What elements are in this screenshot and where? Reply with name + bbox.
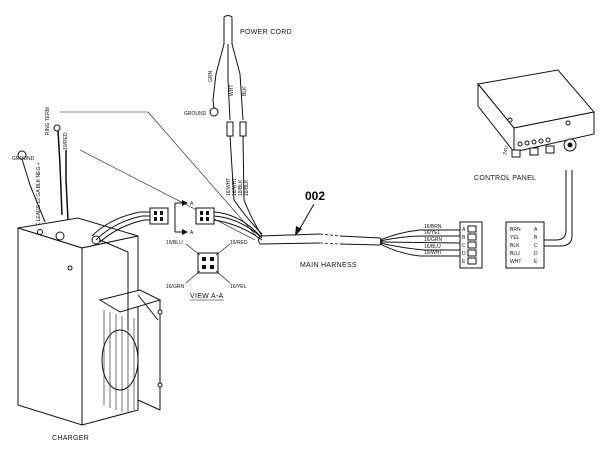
- power-cord: POWER CORD GRN WHT BLK GROUND 16/WHT 16/…: [184, 15, 292, 201]
- harness-end-wire-1: 16/BRN: [424, 224, 442, 230]
- socket-color-2: YEL: [510, 235, 520, 241]
- socket-letter-e: E: [534, 259, 538, 265]
- plug-letter-b: B: [462, 235, 466, 241]
- ground-top-label: GROUND: [184, 111, 207, 117]
- control-panel: 24V CONTROL PANEL: [474, 69, 595, 182]
- charger-leads-label: DC LEADS 12 GA BLK NEG +: [36, 162, 42, 230]
- panel-switch-3: [545, 145, 555, 154]
- control-panel-label: CONTROL PANEL: [474, 175, 536, 182]
- panel-voltage-label: 24V: [502, 145, 510, 156]
- socket-letter-b: B: [534, 235, 538, 241]
- indicator-light-4: [538, 138, 544, 144]
- harness-wire-2: 16/WHT: [232, 178, 238, 196]
- plug-letter-a: A: [462, 227, 466, 233]
- view-pin-3: 16/GRN: [166, 284, 184, 290]
- indicator-light-5: [545, 137, 551, 143]
- section-a-top: A: [190, 201, 194, 207]
- plug-letter-e: E: [462, 259, 466, 265]
- view-pin-2: 16/RED: [230, 240, 248, 246]
- ground-ring-terminal: [209, 107, 219, 117]
- view-a-a: 16/BLU 16/RED 16/GRN 16/YEL VIEW A-A: [166, 240, 248, 301]
- wire-10red-label: 10/RED: [63, 132, 69, 150]
- connector-a: A A: [149, 199, 263, 241]
- connector-a-male: [149, 207, 169, 225]
- socket-letter-a: A: [534, 227, 538, 233]
- socket-letter-c: C: [534, 243, 538, 249]
- ground-left-label: GROUND: [12, 156, 35, 162]
- charger-leads: GROUND RING TERM 10/RED DC LEADS 12 GA B…: [12, 107, 259, 241]
- harness-end-wire-4: 16/BLU: [424, 244, 441, 250]
- charger-label: CHARGER: [52, 435, 89, 442]
- view-pin-4: 16/YEL: [230, 284, 247, 290]
- wire-blk-label: BLK: [242, 86, 248, 96]
- heat-sink: [98, 239, 163, 412]
- panel-socket-body: [505, 221, 545, 269]
- socket-color-1: BRN: [510, 227, 521, 233]
- indicator-light-3: [531, 139, 537, 145]
- view-pin-1: 16/BLU: [166, 240, 183, 246]
- harness-end-wire-5: 16/WHT: [424, 250, 442, 256]
- panel-switch-2: [529, 147, 539, 156]
- power-cord-label: POWER CORD: [240, 29, 292, 36]
- callout-002: 002: [305, 189, 325, 203]
- wire-wht-label: WHT: [229, 85, 235, 96]
- charger: CHARGER: [17, 211, 163, 442]
- harness-end-wire-3: 16/GRN: [424, 237, 442, 243]
- socket-color-4: BLU: [510, 251, 520, 257]
- indicator-light-2: [524, 140, 530, 146]
- plug-letter-c: C: [462, 243, 466, 249]
- harness-plug: A B C D E: [459, 221, 483, 269]
- harness-wire-4: 18/BLK: [244, 179, 250, 196]
- main-harness: 002 MAIN HARNESS 16/BRN 16/YEL 16/GRN 16…: [258, 189, 461, 269]
- panel-switch-1: [511, 149, 521, 158]
- indicator-light-1: [517, 141, 523, 147]
- connector-a-female: [195, 207, 215, 225]
- wire-grn-label: GRN: [208, 71, 214, 83]
- socket-color-5: WHT: [510, 259, 521, 265]
- main-harness-label: MAIN HARNESS: [300, 262, 357, 269]
- plug-letter-d: D: [462, 251, 466, 257]
- socket-letter-d: D: [534, 251, 538, 257]
- spade-terminal-blk: [239, 121, 247, 137]
- ring-term-label: RING TERM: [45, 107, 51, 135]
- harness-end-wire-2: 16/YEL: [424, 230, 441, 236]
- socket-color-3: BLK: [510, 243, 520, 249]
- ring-terminal: [53, 124, 61, 132]
- view-a-a-block: [197, 252, 219, 274]
- view-caption: VIEW A-A: [190, 293, 224, 300]
- spade-terminal-wht: [226, 121, 234, 137]
- section-a-bottom: A: [190, 230, 194, 236]
- harness-wire-3: 18/BLK: [238, 179, 244, 196]
- harness-wire-1: 16/WHT: [226, 178, 232, 196]
- panel-socket: BRN YEL BLK BLU WHT A B C D E: [505, 170, 573, 269]
